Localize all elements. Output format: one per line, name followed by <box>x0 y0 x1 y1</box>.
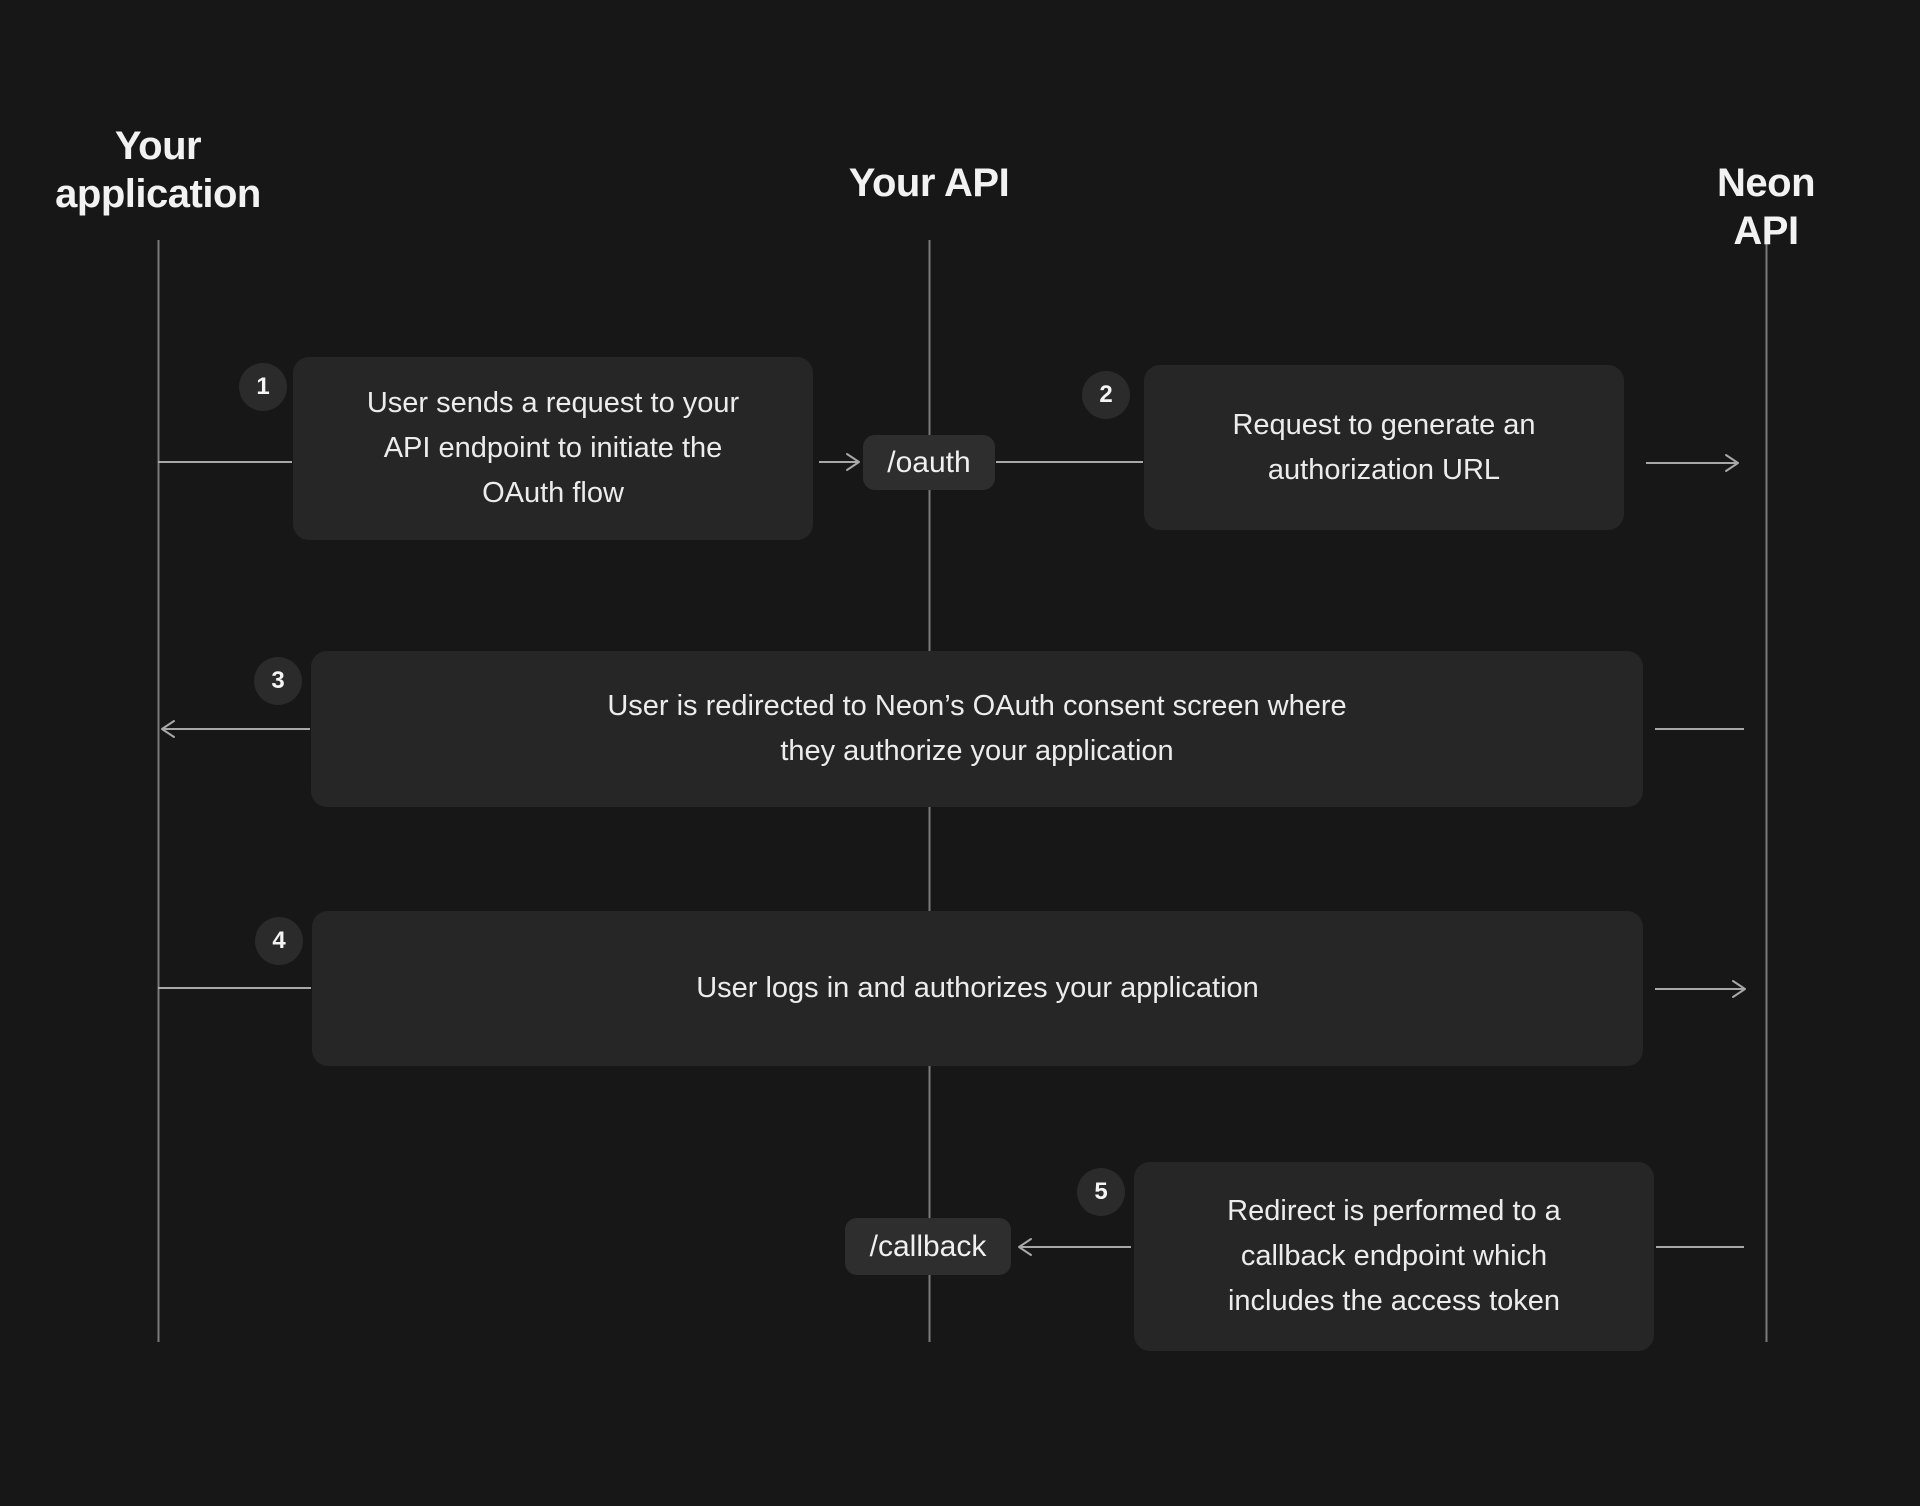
step-badge-4: 4 <box>255 917 303 965</box>
step-box-4: User logs in and authorizes your applica… <box>312 911 1643 1066</box>
endpoint-pill-callback: /callback <box>845 1218 1011 1275</box>
arrowhead-left-step5 <box>1018 1238 1032 1256</box>
step-box-5: Redirect is performed to a callback endp… <box>1134 1162 1654 1351</box>
actor-header-neon-api: Neon API <box>1717 161 1816 253</box>
arrowhead-left-step3 <box>161 720 175 738</box>
endpoint-pill-oauth: /oauth <box>863 435 995 490</box>
arrowhead-right-step4 <box>1732 980 1746 998</box>
actor-header-your-api: Your API <box>848 161 1010 205</box>
arrowhead-right-step1 <box>846 453 860 471</box>
step-box-1: User sends a request to your API endpoin… <box>293 357 813 540</box>
step-box-3: User is redirected to Neon’s OAuth conse… <box>311 651 1643 807</box>
step-badge-3: 3 <box>254 657 302 705</box>
step-badge-5: 5 <box>1077 1168 1125 1216</box>
step-badge-1: 1 <box>239 363 287 411</box>
step-badge-2: 2 <box>1082 371 1130 419</box>
arrowhead-right-step2 <box>1725 454 1739 472</box>
actor-header-your-application: Your application <box>55 124 261 216</box>
step-box-2: Request to generate an authorization URL <box>1144 365 1624 530</box>
